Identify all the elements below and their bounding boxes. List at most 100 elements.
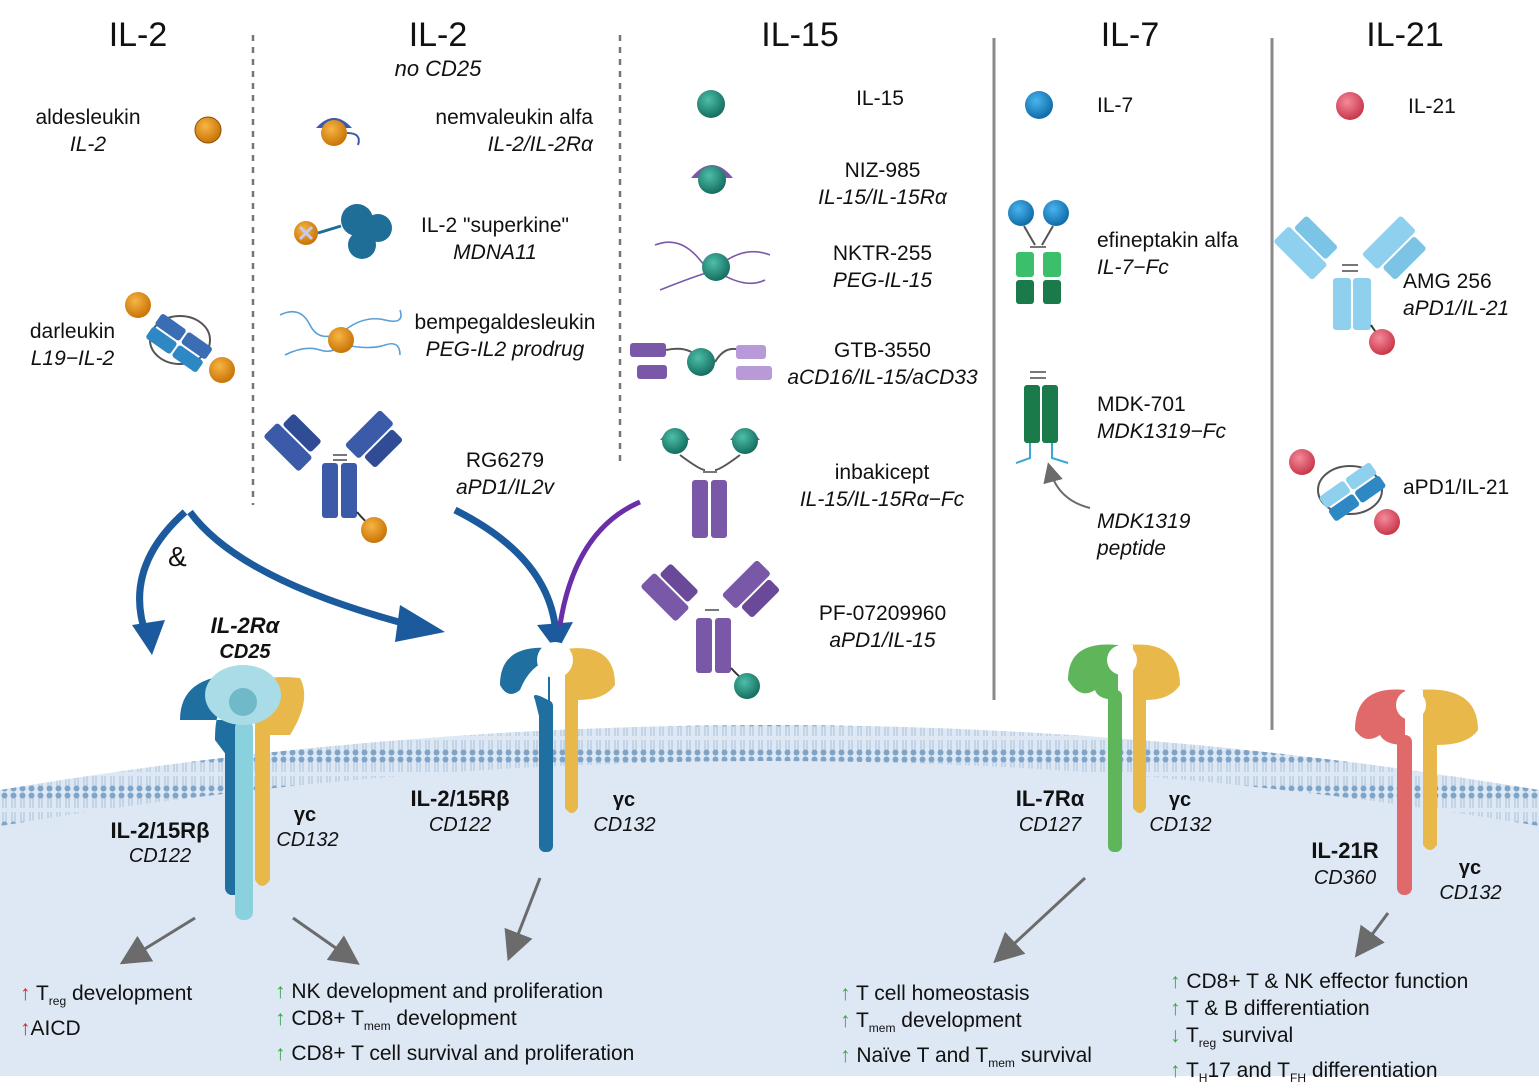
il15-icon: [697, 90, 725, 118]
gc-cd-il21: CD132: [1439, 882, 1502, 904]
effects-il7: ↑ T cell homeostasis ↑ Tmem development …: [840, 980, 1092, 1077]
mdk1319-desc: peptide: [1097, 537, 1166, 560]
il7ra-label: IL-7Rα: [1015, 786, 1085, 811]
il21-name: IL-21: [1408, 95, 1456, 118]
darleukin-icon: [125, 292, 235, 383]
cell-membrane: [0, 725, 1539, 1076]
il21r-label: IL-21R: [1311, 838, 1379, 863]
gtb3550-name: GTB-3550: [834, 339, 931, 362]
effect-item: ↑ TH17 and TFH differentiation: [1170, 1059, 1438, 1086]
il2-trimeric-receptor: [180, 665, 305, 920]
mdk701-desc: MDK1319−Fc: [1097, 420, 1226, 443]
signal-arrow-il2-right: [504, 877, 542, 962]
arrow-to-il2rb-from-rg6279: [453, 506, 559, 626]
il7-name: IL-7: [1097, 94, 1134, 117]
aldesleukin-desc: IL-2: [69, 133, 107, 156]
nemvaleukin-icon: [316, 118, 360, 146]
inbakicept-name: inbakicept: [834, 461, 930, 484]
signal-arrow-il7: [993, 876, 1087, 964]
il21r-cd: CD360: [1313, 867, 1377, 889]
rg6279-antibody-icon: [264, 410, 403, 543]
gc-cd-trimeric: CD132: [276, 829, 339, 851]
column-title-il15: IL-15: [761, 16, 839, 54]
effects-il2: ↑ NK development and proliferation ↑ CD8…: [275, 978, 634, 1067]
il7-receptor: [1068, 644, 1180, 852]
niz985-name: NIZ-985: [844, 159, 921, 182]
inbakicept-desc: IL-15/IL-15Rα−Fc: [799, 488, 965, 511]
column-dividers: [251, 35, 1274, 730]
niz985-icon: [691, 165, 733, 194]
il2-dimeric-receptor: [500, 642, 615, 852]
nemvaleukin-desc: IL-2/IL-2Rα: [487, 133, 593, 156]
rg6279-desc: aPD1/IL2v: [455, 476, 555, 499]
gc-label-il7: γc: [1168, 789, 1192, 811]
nktr255-icon: [654, 241, 771, 291]
gc-label-il21: γc: [1458, 857, 1482, 879]
effect-item: ↑ Tmem development: [840, 1009, 1022, 1036]
effect-item: ↓ Treg survival: [1170, 1024, 1294, 1051]
effect-item: ↑ Naïve T and Tmem survival: [840, 1044, 1092, 1071]
arrow-head-il2rb-b: [537, 622, 573, 652]
aldesleukin-icon: [194, 116, 222, 144]
column-title-il21: IL-21: [1366, 16, 1444, 54]
nktr255-name: NKTR-255: [832, 242, 933, 265]
pf07209960-antibody-icon: [641, 560, 780, 699]
aldesleukin-name: aldesleukin: [35, 106, 141, 129]
il7-icon: [1025, 91, 1053, 119]
effect-item: ↑AICD: [20, 1017, 81, 1041]
apd1il21-name: aPD1/IL-21: [1403, 476, 1510, 499]
gtb3550-desc: aCD16/IL-15/aCD33: [787, 366, 978, 389]
effect-item: ↑ CD8+ Tmem development: [275, 1007, 517, 1034]
darleukin-name: darleukin: [29, 320, 116, 343]
effects-treg: ↑ Treg development ↑AICD: [20, 980, 192, 1042]
gtb3550-icon: [630, 343, 772, 380]
pf07209960-name: PF-07209960: [818, 602, 947, 625]
efineptakin-desc: IL-7−Fc: [1097, 256, 1169, 279]
effect-item: ↑ T & B differentiation: [1170, 997, 1370, 1020]
mdk701-name: MDK-701: [1097, 393, 1186, 416]
inbakicept-icon: [660, 428, 760, 538]
niz985-desc: IL-15/IL-15Rα: [818, 186, 947, 209]
ampersand-label: &: [168, 541, 187, 572]
gc-cd-dimeric: CD132: [593, 814, 656, 836]
il21-receptor: [1355, 689, 1478, 895]
column-title-il7: IL-7: [1100, 16, 1160, 54]
gc-cd-il7: CD132: [1149, 814, 1212, 836]
nemvaleukin-name: nemvaleukin alfa: [435, 106, 593, 129]
il7ra-cd: CD127: [1018, 814, 1082, 836]
effect-item: ↑ Treg development: [20, 982, 193, 1009]
mdk701-icon: [1015, 371, 1069, 464]
efineptakin-icon: [1008, 200, 1069, 304]
rg6279-name: RG6279: [465, 449, 545, 472]
il2rb-cd-trimeric: CD122: [128, 845, 192, 867]
apd1il21-icon: [1289, 449, 1400, 535]
il21-icon: [1336, 92, 1364, 120]
effect-item: ↑ CD8+ T cell survival and proliferation: [275, 1042, 635, 1066]
il15-name: IL-15: [856, 87, 904, 110]
column-title-il2: IL-2: [108, 16, 168, 54]
amg256-desc: aPD1/IL-21: [1403, 297, 1510, 320]
signal-arrow-il2-left: [292, 916, 360, 965]
darleukin-desc: L19−IL-2: [30, 347, 115, 370]
arrow-to-il2rb-from-left: [187, 509, 411, 629]
il2ra-label: IL-2Rα: [210, 613, 280, 638]
gc-label-dimeric: γc: [612, 789, 636, 811]
superkine-name: IL-2 "superkine": [421, 214, 569, 237]
il2rb-label-trimeric: IL-2/15Rβ: [110, 818, 210, 843]
column-subtitle-no-cd25: no CD25: [394, 56, 482, 81]
bempeg-icon: [279, 309, 402, 356]
amg256-name: AMG 256: [1403, 270, 1492, 293]
superkine-icon: [294, 204, 392, 259]
arrow-from-inbakicept: [557, 499, 641, 626]
signal-arrow-treg: [119, 916, 196, 965]
amg256-antibody-icon: [1274, 216, 1426, 355]
nktr255-desc: PEG-IL-15: [832, 269, 933, 292]
mdk1319-name: MDK1319: [1097, 510, 1191, 533]
bempeg-desc: PEG-IL2 prodrug: [425, 338, 585, 361]
efineptakin-name: efineptakin alfa: [1097, 229, 1239, 252]
column-title-il2-no-cd25: IL-2: [408, 16, 468, 54]
effect-item: ↑ CD8+ T & NK effector function: [1170, 970, 1469, 993]
arrow-head-il2rb-a: [395, 605, 445, 642]
